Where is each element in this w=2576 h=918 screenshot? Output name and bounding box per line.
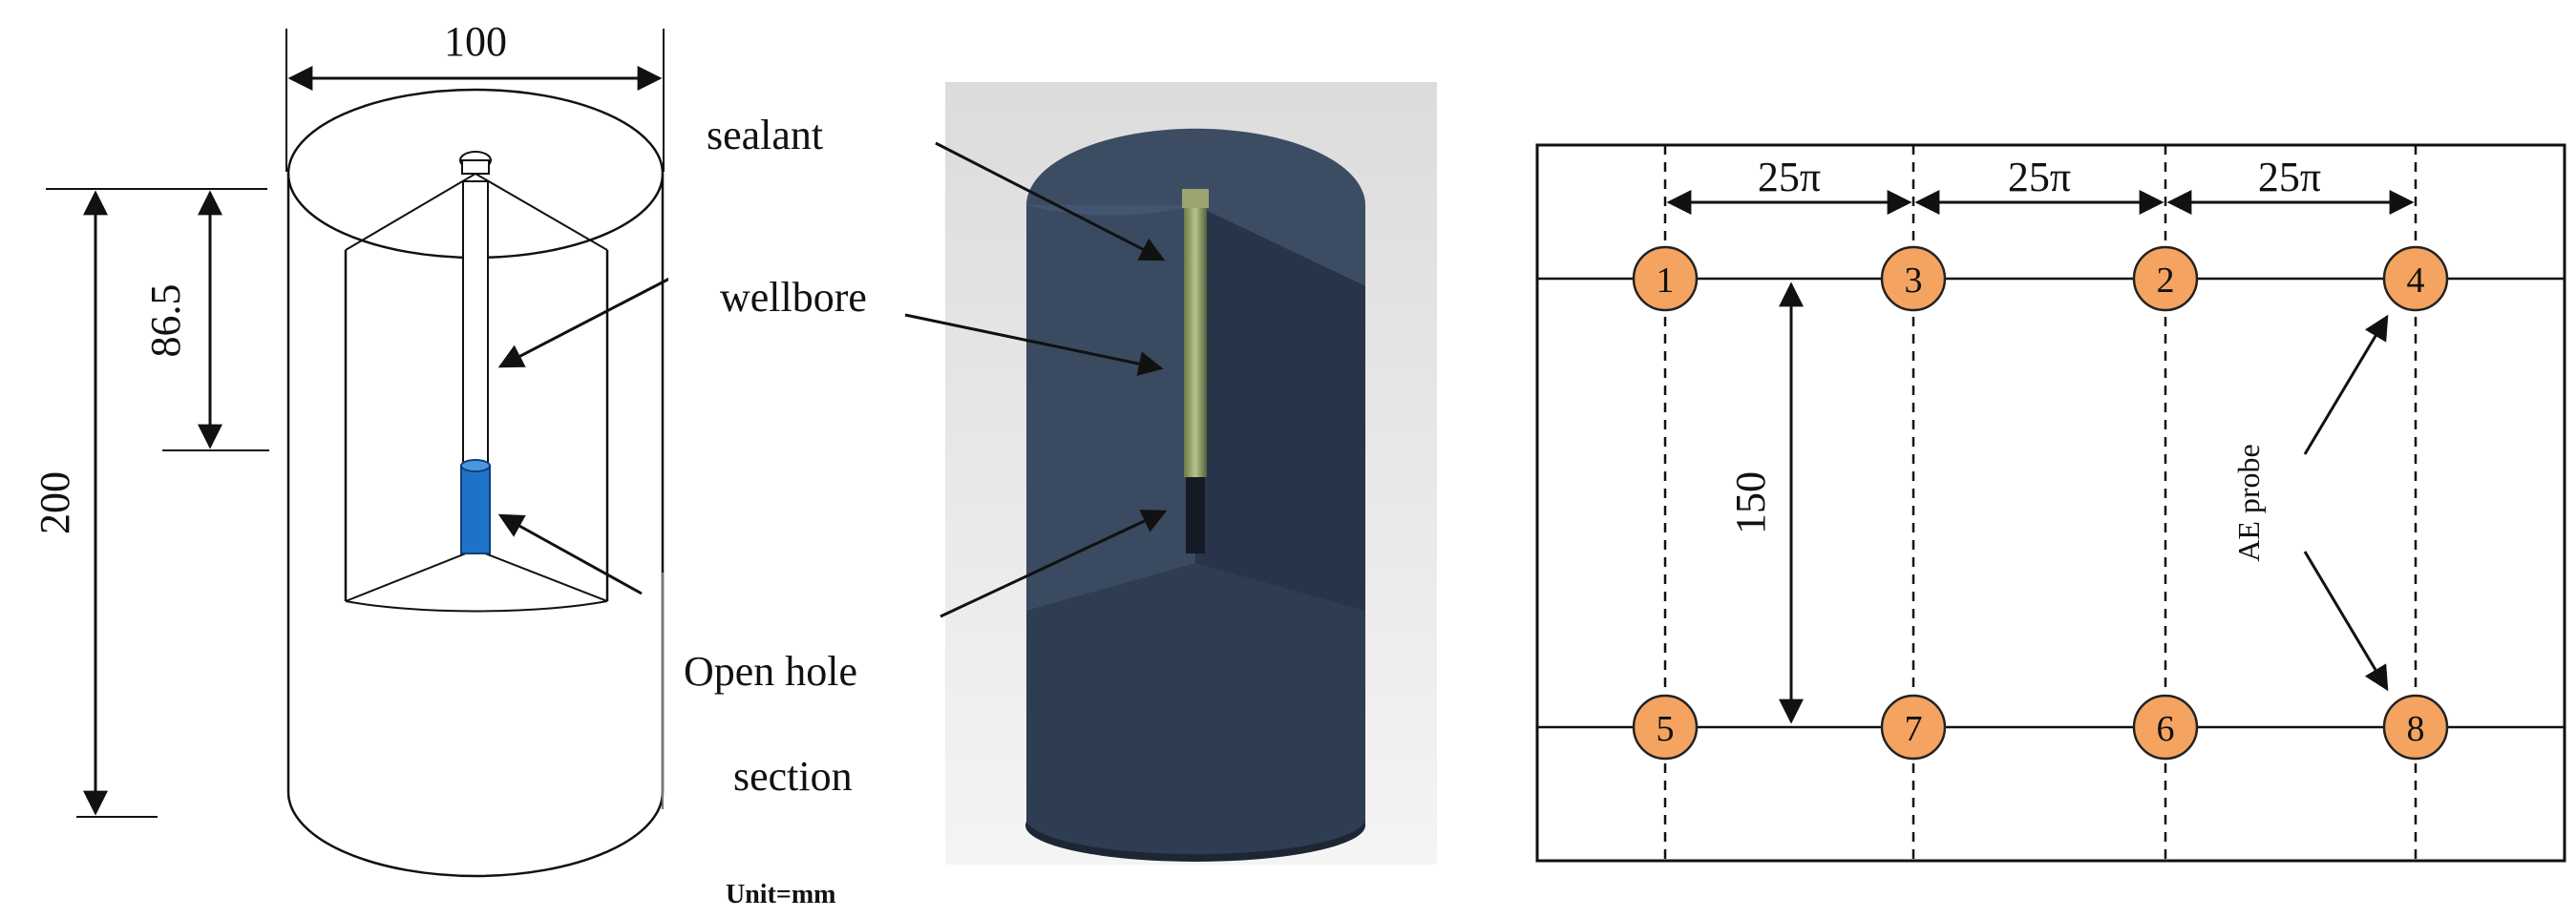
probe-number: 7 xyxy=(1905,709,1923,749)
steel-tube xyxy=(1184,208,1207,477)
probe-layout-panel: 25π 25π 25π 150 AE probe 1 3 2 4 5 7 6 8 xyxy=(1535,143,2566,863)
rock-top-face xyxy=(1026,128,1365,286)
vertical-spacing-label: 150 xyxy=(1727,471,1774,534)
probe-number: 4 xyxy=(2407,261,2425,301)
spacing-label-1: 25π xyxy=(1758,154,1821,200)
spacing-label-3: 25π xyxy=(2258,154,2321,200)
label-box xyxy=(668,601,926,918)
probe-marker xyxy=(2132,245,2199,312)
probe-marker xyxy=(1880,694,1947,761)
rock-lower-body xyxy=(1026,563,1365,855)
sealant-label: sealant xyxy=(707,112,823,158)
open-hole-pointer-arrow xyxy=(940,510,1168,618)
cutaway-left-face xyxy=(1026,205,1195,611)
probe-pointer-bottom xyxy=(2303,551,2389,692)
probe-marker xyxy=(2132,694,2199,761)
probe-marker xyxy=(2382,694,2449,761)
probe-number: 3 xyxy=(1905,261,1923,301)
probe-pointer-top xyxy=(2303,314,2389,455)
label-box xyxy=(697,67,934,181)
open-hole-label-line2: section xyxy=(733,753,853,800)
height-dimension-label: 200 xyxy=(32,471,78,534)
open-hole-section xyxy=(460,465,491,554)
probe-marker-group: 1 3 2 4 5 7 6 8 xyxy=(1632,245,2449,761)
cutaway-bottom-lines xyxy=(345,548,608,602)
probe-number: 5 xyxy=(1657,709,1675,749)
probe-number: 1 xyxy=(1657,261,1675,301)
open-hole-top xyxy=(460,459,491,472)
cutaway-bottom-arc xyxy=(345,600,608,613)
cylinder-bottom-arc xyxy=(286,791,665,878)
tube-cap-body xyxy=(461,159,490,175)
tube-top-cap xyxy=(1182,189,1209,208)
dashed-column-lines xyxy=(1663,145,2418,861)
unit-label: Unit=mm xyxy=(726,880,836,909)
probe-number: 2 xyxy=(2157,261,2175,301)
probe-marker xyxy=(1632,694,1699,761)
render-panel: sealant wellbore Open hole section Unit=… xyxy=(668,67,1437,918)
wellbore-pointer-arrow xyxy=(904,313,1164,376)
label-box xyxy=(668,239,934,363)
open-hole xyxy=(1186,477,1205,553)
open-hole-label-line1: Open hole xyxy=(684,648,857,695)
ae-probe-label: AE probe xyxy=(2231,444,2266,562)
layout-frame xyxy=(1535,143,2566,863)
probe-marker xyxy=(2382,245,2449,312)
spacing-label-2: 25π xyxy=(2008,154,2071,200)
wellbore-tube xyxy=(462,180,489,467)
cutaway-right-face xyxy=(1195,205,1365,611)
sealant-pointer-arrow xyxy=(935,141,1166,261)
width-dimension-label: 100 xyxy=(444,18,507,65)
depth-dimension-label: 86.5 xyxy=(142,284,189,358)
probe-number: 8 xyxy=(2407,709,2425,749)
probe-marker xyxy=(1880,245,1947,312)
schematic-panel: 100 200 86.5 xyxy=(32,18,674,878)
probe-number: 6 xyxy=(2157,709,2175,749)
wellbore-pointer-arrow xyxy=(497,275,674,368)
open-hole-pointer-arrow xyxy=(497,513,643,595)
wellbore-label: wellbore xyxy=(720,274,867,321)
probe-marker xyxy=(1632,245,1699,312)
